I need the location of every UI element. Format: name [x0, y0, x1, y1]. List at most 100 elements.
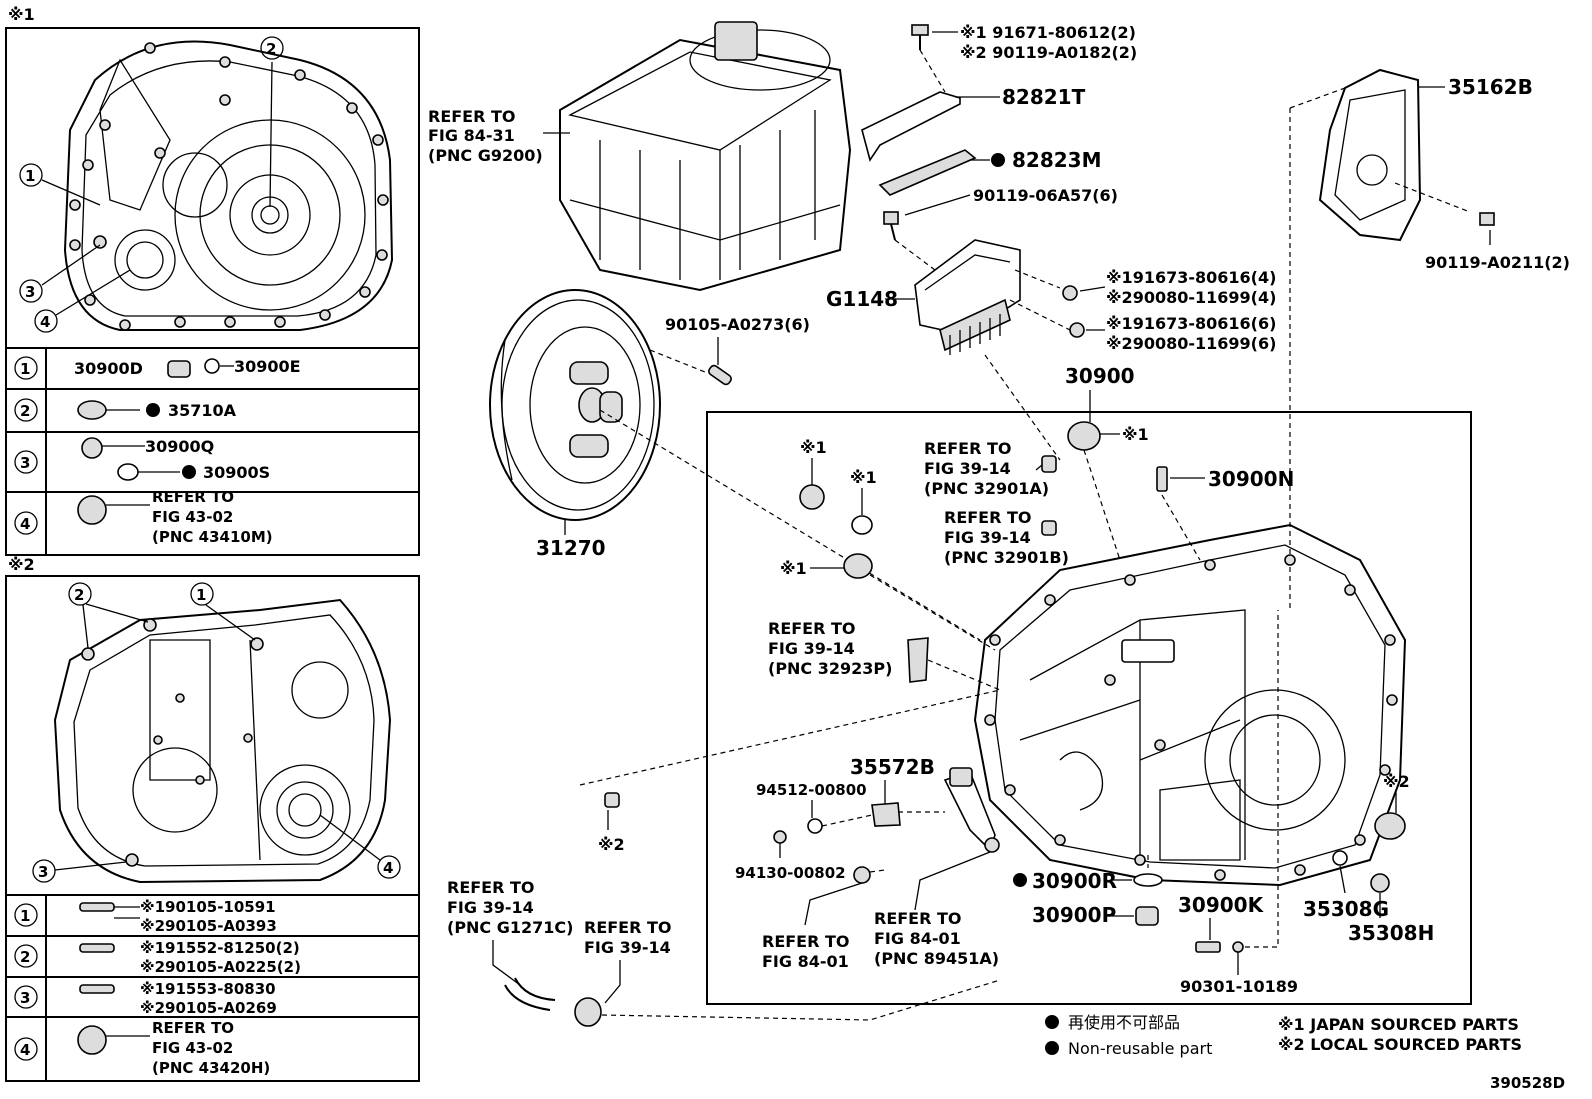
part-35308H: 35308H	[1348, 921, 1434, 945]
refer-32901a-line1: REFER TO	[924, 439, 1012, 458]
panel1-row-4: 4 REFER TO FIG 43-02 (PNC 43410M)	[14, 488, 273, 546]
refer-32901b-line3: (PNC 32901B)	[944, 548, 1069, 567]
panel2-row-1: 1 ※190105-10591 ※290105-A0393	[14, 898, 277, 935]
ring-x1	[851, 515, 873, 535]
svg-text:2: 2	[20, 948, 30, 966]
panel1-marker: ※1	[8, 5, 35, 24]
svg-text:4: 4	[383, 859, 393, 877]
plug-30900P	[1135, 906, 1159, 926]
legend-dot-ja: 再使用不可部品	[1068, 1013, 1180, 1032]
panel2-callout-circles: 2 1 3 4	[32, 582, 401, 883]
svg-text:FIG 43-02: FIG 43-02	[152, 508, 233, 526]
svg-text:※290105-A0225(2): ※290105-A0225(2)	[140, 958, 301, 976]
refer-g9200-line3: (PNC G9200)	[428, 146, 543, 165]
hose-G1271C	[504, 984, 551, 1011]
bolt-top-label-1: ※1 91671-80612(2)	[960, 23, 1136, 42]
bolt-mid-label-2: ※290080-11699(4)	[1106, 288, 1276, 307]
svg-text:4: 4	[40, 313, 50, 331]
svg-text:※191552-81250(2): ※191552-81250(2)	[140, 939, 300, 957]
legend: 再使用不可部品 Non-reusable part ※1 JAPAN SOURC…	[1045, 1013, 1522, 1058]
svg-text:1: 1	[196, 586, 206, 604]
part-94130-00802: 94130-00802	[735, 864, 846, 882]
diagram-id: 390528D	[1490, 1074, 1565, 1092]
damper-disc-31270	[489, 289, 661, 521]
part-82821T: 82821T	[1002, 85, 1086, 109]
bolt-90105-A0273	[708, 364, 732, 386]
cover-35162B	[1318, 68, 1422, 242]
bolt-g1148-lower	[1069, 322, 1085, 338]
refer-g9200-line2: FIG 84-31	[428, 126, 515, 145]
part-35710A: 35710A	[168, 401, 237, 420]
part-30900R: 30900R	[1032, 869, 1117, 893]
part-30900D: 30900D	[74, 359, 143, 378]
refer-39-14-line2: FIG 39-14	[584, 938, 671, 957]
bolt-x2-left	[604, 792, 620, 808]
part-30900: 30900	[1065, 364, 1135, 388]
refer-84-01b-line2: FIG 84-01	[874, 929, 961, 948]
svg-text:FIG 43-02: FIG 43-02	[152, 1039, 233, 1057]
legend-dot-en: Non-reusable part	[1068, 1039, 1212, 1058]
svg-text:3: 3	[25, 283, 35, 301]
mark-ring: ※1	[850, 468, 877, 487]
svg-text:(PNC 43420H): (PNC 43420H)	[152, 1059, 270, 1077]
refer-g1271c-line1: REFER TO	[447, 878, 535, 897]
mark-plug: ※1	[800, 438, 827, 457]
clamp-32923P	[907, 637, 929, 683]
refer-39-14-line1: REFER TO	[584, 918, 672, 937]
panel2-frame	[5, 575, 420, 1082]
refer-32923p-line3: (PNC 32923P)	[768, 659, 892, 678]
panel2-row-2: 2 ※191552-81250(2) ※290105-A0225(2)	[14, 939, 301, 976]
svg-text:4: 4	[20, 515, 30, 533]
bolt-sensor	[853, 866, 871, 884]
mark-seal: ※1	[780, 559, 807, 578]
part-90119-06A57: 90119-06A57(6)	[973, 186, 1118, 205]
panel2-case-drawing	[53, 598, 392, 884]
svg-text:※191553-80830: ※191553-80830	[140, 980, 276, 998]
svg-text:3: 3	[20, 989, 30, 1007]
refer-32923p-line1: REFER TO	[768, 619, 856, 638]
mark-bolt-left: ※2	[598, 835, 625, 854]
panel1-case-drawing	[63, 40, 394, 331]
refer-g9200-line1: REFER TO	[428, 107, 516, 126]
nut-94130	[773, 830, 787, 844]
panel1-callout-circles: 2 1 3 4	[19, 36, 284, 333]
svg-text:※290105-A0269: ※290105-A0269	[140, 999, 277, 1017]
bracket-82821T	[861, 91, 961, 162]
bolt-g1148-upper	[1062, 285, 1078, 301]
part-30900P: 30900P	[1032, 903, 1116, 927]
svg-text:1: 1	[25, 167, 35, 185]
part-31270: 31270	[536, 536, 606, 560]
panel2-bolts	[81, 618, 264, 867]
mark-right-seal: ※2	[1383, 772, 1410, 791]
svg-text:2: 2	[20, 402, 30, 420]
gasket-30900R	[1133, 873, 1163, 887]
svg-text:3: 3	[38, 863, 48, 881]
refer-32923p-line2: FIG 39-14	[768, 639, 855, 658]
svg-text:(PNC 43410M): (PNC 43410M)	[152, 528, 273, 546]
part-35572B: 35572B	[850, 755, 935, 779]
main-assembly-frame	[706, 411, 1472, 1005]
refer-84-01a-line1: REFER TO	[762, 932, 850, 951]
plug-35308H	[1370, 873, 1390, 893]
svg-text:※290105-A0393: ※290105-A0393	[140, 917, 277, 935]
bolt-mid-label-1: ※191673-80616(4)	[1106, 268, 1276, 287]
refer-84-01b-line3: (PNC 89451A)	[874, 949, 999, 968]
panel1-row-2: 2 35710A	[14, 398, 237, 422]
part-82823M: 82823M	[1012, 148, 1101, 172]
legend-note2: ※2 LOCAL SOURCED PARTS	[1278, 1035, 1522, 1054]
part-30900N: 30900N	[1208, 467, 1294, 491]
legend-note1: ※1 JAPAN SOURCED PARTS	[1278, 1015, 1519, 1034]
part-35162B: 35162B	[1448, 75, 1533, 99]
svg-text:3: 3	[20, 454, 30, 472]
svg-text:※190105-10591: ※190105-10591	[140, 898, 276, 916]
bolt-top-label-2: ※2 90119-A0182(2)	[960, 43, 1137, 62]
part-30900E: 30900E	[234, 357, 301, 376]
valve-30900K	[1195, 941, 1221, 953]
part-30900Q: 30900Q	[145, 437, 214, 456]
panel2-row-3: 3 ※191553-80830 ※290105-A0269	[14, 980, 277, 1017]
panel1-bolts	[69, 42, 389, 331]
svg-text:REFER TO: REFER TO	[152, 488, 234, 506]
gasket-35308G	[1332, 850, 1348, 866]
refer-g1271c-line2: FIG 39-14	[447, 898, 534, 917]
